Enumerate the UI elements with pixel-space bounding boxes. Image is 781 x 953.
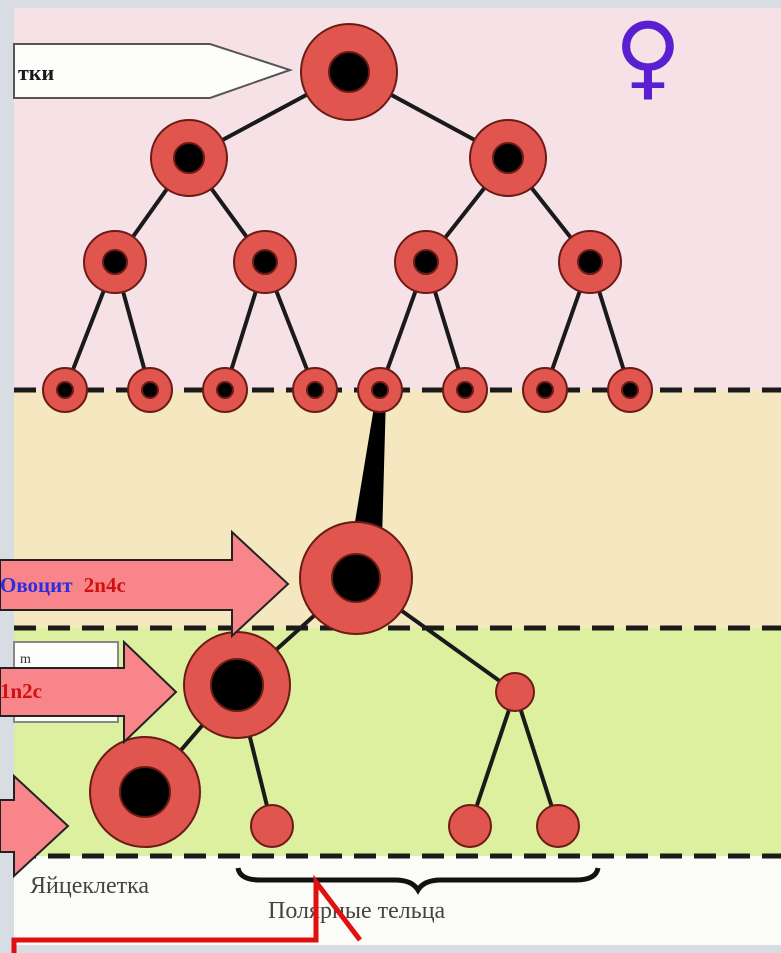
oogonium-primary bbox=[300, 23, 398, 121]
growth-wedge bbox=[352, 395, 386, 540]
oocyte-label-formula: 2n4c bbox=[84, 573, 126, 597]
second-oocyte-arrow bbox=[0, 639, 178, 745]
red-annotation-outline bbox=[11, 874, 362, 953]
polar-bodies bbox=[250, 804, 580, 848]
second-arrow-label: 1n2c bbox=[0, 679, 42, 703]
oocyte-first-order bbox=[299, 521, 413, 635]
oocyte-arrow-label: Овоцит 2n4c bbox=[0, 573, 126, 597]
zone-result bbox=[14, 856, 781, 945]
oogonium-gen3 bbox=[83, 230, 622, 294]
oogonium-gen2 bbox=[150, 119, 547, 197]
egg-cell bbox=[89, 736, 201, 848]
egg-arrow bbox=[0, 773, 70, 879]
egg-label: Яйцеклетка bbox=[30, 873, 149, 899]
second-callout-fragment: m bbox=[20, 652, 31, 667]
cells bbox=[42, 23, 653, 848]
top-callout-box bbox=[13, 43, 294, 99]
oocyte-label-prefix: Овоцит bbox=[0, 573, 73, 597]
polar-body-first bbox=[495, 672, 535, 712]
female-symbol: ♀ bbox=[614, 3, 681, 110]
polar-label: Полярные тельца bbox=[268, 898, 446, 924]
oocyte-second-order bbox=[183, 631, 291, 739]
oogonium-gen4 bbox=[42, 367, 653, 413]
oocyte-arrow bbox=[0, 529, 290, 639]
top-callout-label: тки bbox=[18, 60, 54, 85]
polar-brace bbox=[235, 867, 601, 895]
